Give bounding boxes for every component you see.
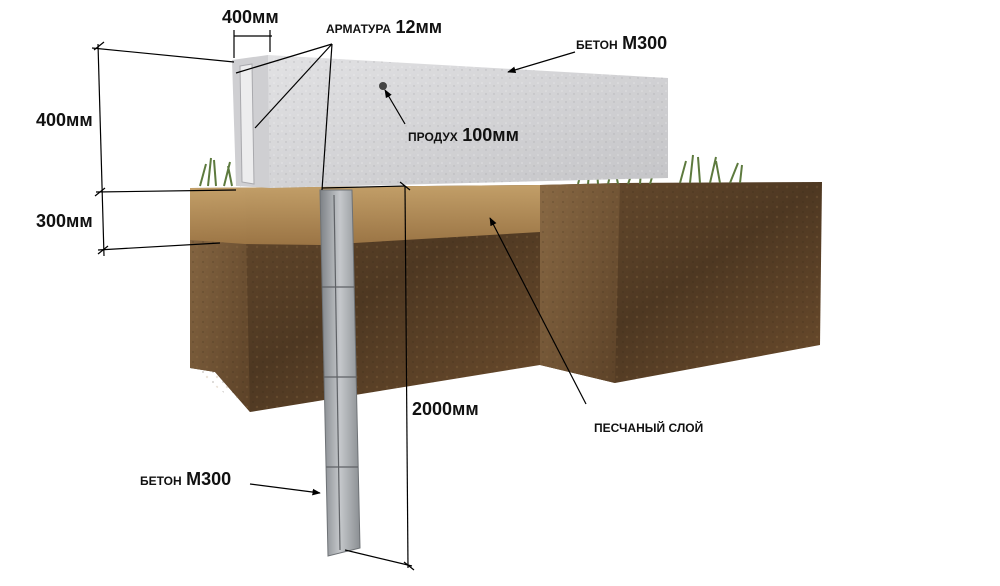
label-height-above: 400мм — [36, 110, 93, 130]
vent-hole — [379, 82, 387, 90]
label-width-top: 400мм — [222, 7, 279, 27]
label-concrete-pile: бетон М300 — [140, 469, 232, 489]
label-vent: продух 100мм — [408, 125, 519, 145]
ground-block — [190, 182, 822, 412]
label-rebar: арматура 12мм — [326, 17, 443, 37]
concrete-beam — [232, 55, 668, 188]
dimension-lines — [91, 30, 415, 571]
beam-end-inner — [239, 63, 255, 185]
sand-layer — [190, 185, 540, 245]
label-concrete-top: бетон М300 — [576, 33, 668, 53]
arrow-leaders — [249, 51, 587, 496]
label-depth-sand: 300мм — [36, 211, 93, 231]
label-pile-depth: 2000мм — [412, 399, 479, 419]
pile — [319, 189, 361, 557]
pile-body — [319, 189, 361, 557]
label-sand-layer: песчаный слой — [594, 421, 704, 435]
